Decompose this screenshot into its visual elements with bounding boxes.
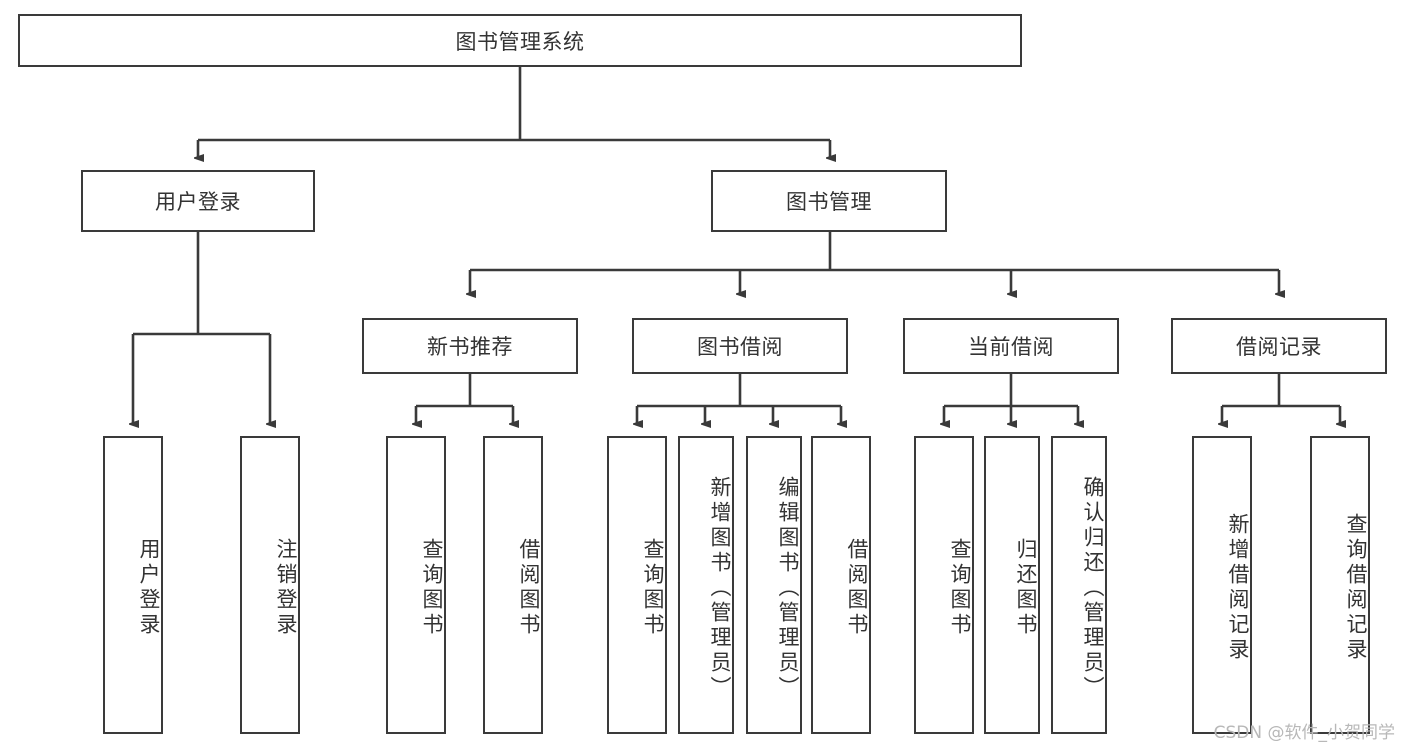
node-new-book-recommend[interactable]: 新书推荐 (362, 318, 578, 374)
node-label: 图书管理 (786, 190, 872, 214)
leaf-edit-book[interactable]: 编辑图书（管理员） (746, 436, 802, 734)
node-label: 用户登录 (137, 538, 161, 638)
node-label: 新增图书（管理员） (708, 475, 732, 701)
node-label: 借阅图书 (845, 538, 869, 638)
leaf-query-book-2[interactable]: 查询图书 (607, 436, 667, 734)
node-root-system[interactable]: 图书管理系统 (18, 14, 1022, 67)
node-label: 查询图书 (420, 538, 444, 638)
node-label: 图书借阅 (697, 335, 783, 359)
node-book-manage[interactable]: 图书管理 (711, 170, 947, 232)
node-borrow-record[interactable]: 借阅记录 (1171, 318, 1387, 374)
node-label: 归还图书 (1014, 538, 1038, 638)
leaf-user-login[interactable]: 用户登录 (103, 436, 163, 734)
leaf-add-book[interactable]: 新增图书（管理员） (678, 436, 734, 734)
node-label: 确认归还（管理员） (1081, 475, 1105, 701)
leaf-user-logout[interactable]: 注销登录 (240, 436, 300, 734)
leaf-query-book-3[interactable]: 查询图书 (914, 436, 974, 734)
node-current-borrow[interactable]: 当前借阅 (903, 318, 1119, 374)
node-label: 查询借阅记录 (1344, 513, 1368, 663)
node-user-login[interactable]: 用户登录 (81, 170, 315, 232)
leaf-confirm-return[interactable]: 确认归还（管理员） (1051, 436, 1107, 734)
leaf-borrow-book-1[interactable]: 借阅图书 (483, 436, 543, 734)
leaf-query-book-1[interactable]: 查询图书 (386, 436, 446, 734)
node-label: 用户登录 (155, 190, 241, 214)
node-label: 注销登录 (274, 538, 298, 638)
leaf-add-record[interactable]: 新增借阅记录 (1192, 436, 1252, 734)
node-label: 查询图书 (948, 538, 972, 638)
node-label: 新增借阅记录 (1226, 513, 1250, 663)
node-label: 借阅记录 (1236, 335, 1322, 359)
node-label: 新书推荐 (427, 335, 513, 359)
node-label: 借阅图书 (517, 538, 541, 638)
node-label: 当前借阅 (968, 335, 1054, 359)
leaf-borrow-book-2[interactable]: 借阅图书 (811, 436, 871, 734)
node-book-borrow[interactable]: 图书借阅 (632, 318, 848, 374)
node-label: 图书管理系统 (455, 29, 585, 54)
leaf-query-record[interactable]: 查询借阅记录 (1310, 436, 1370, 734)
leaf-return-book[interactable]: 归还图书 (984, 436, 1040, 734)
node-label: 编辑图书（管理员） (776, 475, 800, 701)
node-label: 查询图书 (641, 538, 665, 638)
